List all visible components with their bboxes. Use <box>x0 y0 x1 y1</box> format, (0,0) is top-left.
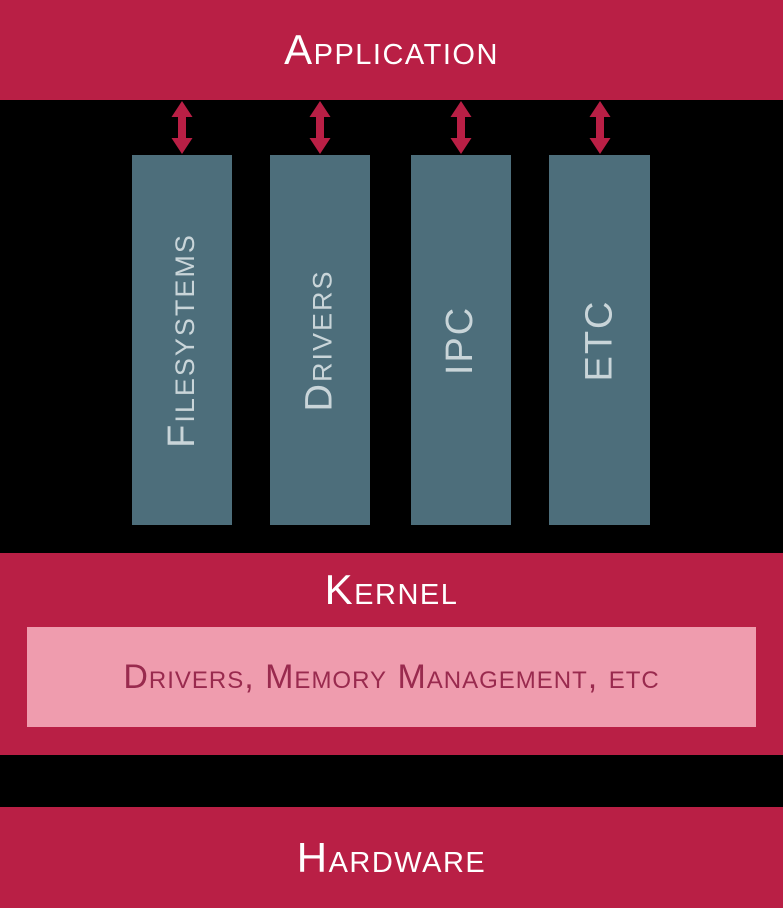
module-label: Drivers <box>298 269 341 411</box>
module-column-drivers: Drivers <box>270 155 370 525</box>
module-label: Filesystems <box>160 232 203 448</box>
double-headed-arrow-icon <box>589 101 611 154</box>
double-headed-arrow-icon <box>309 101 331 154</box>
module-label: ETC <box>578 299 620 381</box>
application-label: Application <box>284 26 499 73</box>
module-column-filesystems: Filesystems <box>132 155 232 525</box>
double-headed-arrow-icon <box>171 101 193 154</box>
kernel-contents-box: Drivers, Memory Management, etc <box>27 627 756 727</box>
kernel-title: Kernel <box>0 553 783 627</box>
kernel-band: Kernel Drivers, Memory Management, etc <box>0 553 783 755</box>
kernel-contents-label: Drivers, Memory Management, etc <box>123 657 660 696</box>
double-headed-arrow-icon <box>450 101 472 154</box>
module-column-etc: ETC <box>549 155 650 525</box>
hardware-band: Hardware <box>0 807 783 908</box>
module-label: IPC <box>439 305 482 375</box>
application-band: Application <box>0 0 783 100</box>
module-column-ipc: IPC <box>411 155 511 525</box>
kernel-label: Kernel <box>324 566 459 613</box>
hardware-label: Hardware <box>296 833 487 881</box>
